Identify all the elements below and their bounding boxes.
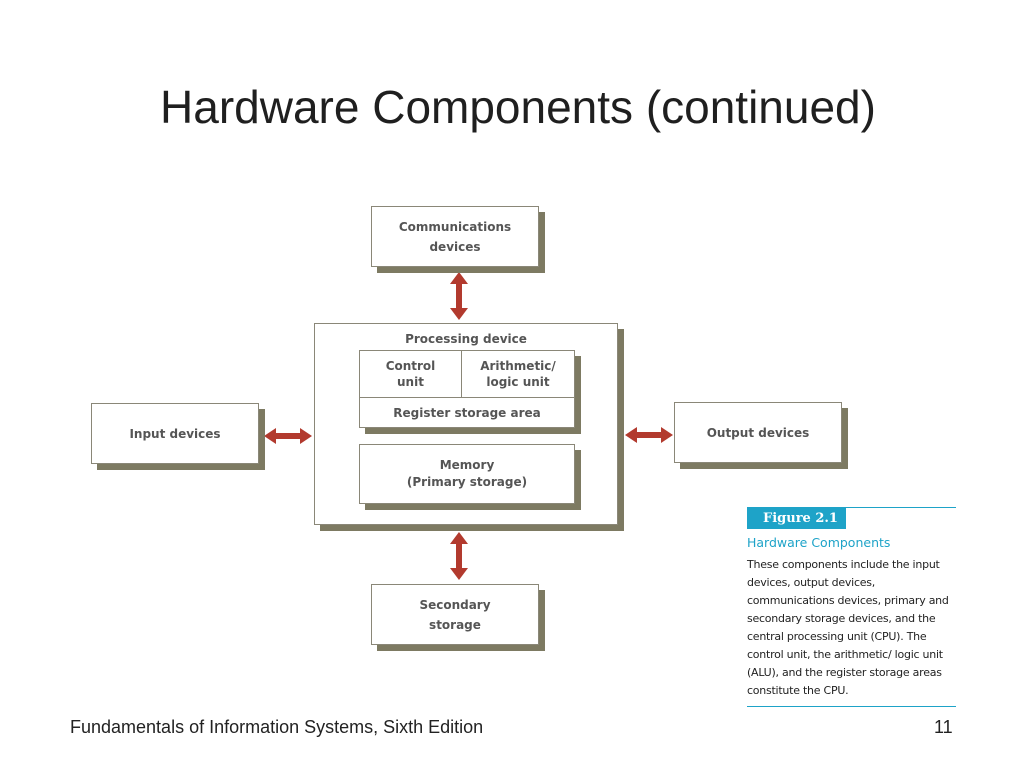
page-number: 11 <box>934 717 953 737</box>
slide-title: Hardware Components (continued) <box>160 81 876 133</box>
control-unit-cell: Control unit <box>360 351 462 398</box>
caption-bottom-rule <box>747 706 956 707</box>
register-storage-label: Register storage area <box>393 405 541 420</box>
memory-label: Memory (Primary storage) <box>406 458 528 489</box>
input-processing-arrow <box>264 428 312 444</box>
alu-label: Arithmetic/ logic unit <box>480 359 556 389</box>
processing-secondary-arrow <box>450 532 468 580</box>
figure-caption: Figure 2.1 Hardware Components These com… <box>747 507 956 707</box>
input-devices-label: Input devices <box>129 426 221 441</box>
cpu-box: Control unit Arithmetic/ logic unit Regi… <box>359 350 575 428</box>
alu-cell: Arithmetic/ logic unit <box>462 351 574 398</box>
communications-devices-box: Communications devices <box>371 206 539 267</box>
caption-title: Hardware Components <box>747 535 891 550</box>
figure-label: Figure 2.1 <box>747 508 846 529</box>
output-devices-label: Output devices <box>706 425 810 440</box>
input-devices-box: Input devices <box>91 403 259 464</box>
footer-book-title: Fundamentals of Information Systems, Six… <box>70 717 484 737</box>
processing-device-box: Processing device Control unit Arithmeti… <box>314 323 618 525</box>
secondary-storage-box: Secondary storage <box>371 584 539 645</box>
register-storage-cell: Register storage area <box>360 398 574 427</box>
output-devices-box: Output devices <box>674 402 842 463</box>
control-unit-label: Control unit <box>385 359 436 389</box>
memory-box: Memory (Primary storage) <box>359 444 575 504</box>
comm-processing-arrow <box>450 272 468 320</box>
secondary-storage-label: Secondary storage <box>419 597 491 632</box>
caption-body: These components include the input devic… <box>747 558 949 697</box>
processing-device-label: Processing device <box>405 332 527 346</box>
communications-devices-label: Communications devices <box>398 219 512 254</box>
processing-output-arrow <box>625 427 673 443</box>
